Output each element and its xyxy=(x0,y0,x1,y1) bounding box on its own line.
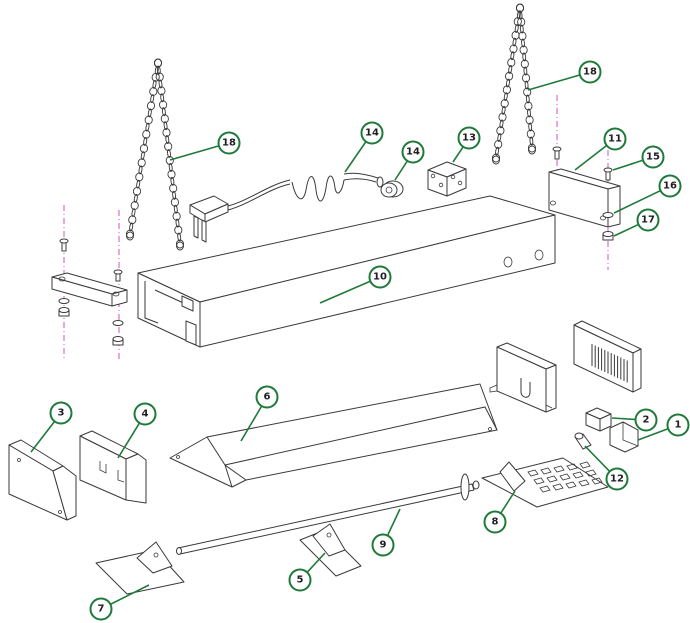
callout-bubble-1: 1 xyxy=(666,413,690,437)
callout-leader xyxy=(584,445,610,472)
callout-number: 3 xyxy=(58,408,65,419)
right-mounting-bracket xyxy=(548,146,621,241)
end-plate-right xyxy=(79,430,147,504)
callout-leader xyxy=(240,406,263,442)
callout-leader xyxy=(612,159,643,171)
callout-bubble-2: 2 xyxy=(634,408,658,432)
callout-bubble-9: 9 xyxy=(371,533,395,557)
rod-support xyxy=(299,523,362,577)
callout-bubble-5: 5 xyxy=(288,568,312,592)
callout-bubble-13: 13 xyxy=(457,126,481,150)
callout-bubble-17: 17 xyxy=(636,208,660,232)
callout-bubble-7: 7 xyxy=(89,597,113,621)
callout-number: 6 xyxy=(264,392,271,403)
left-mounting-bracket xyxy=(51,238,128,346)
callout-number: 14 xyxy=(365,128,379,139)
left-hanging-chain xyxy=(125,58,185,251)
callout-number: 5 xyxy=(297,575,304,586)
reflector xyxy=(169,383,498,488)
callout-bubble-6: 6 xyxy=(255,385,279,409)
vent-cover xyxy=(573,320,642,393)
callout-number: 13 xyxy=(462,133,476,144)
callout-leader xyxy=(30,421,55,453)
callout-number: 15 xyxy=(646,152,660,163)
control-bracket xyxy=(489,342,557,413)
callout-bubble-18: 18 xyxy=(217,131,241,155)
right-hanging-chain xyxy=(491,3,537,165)
callout-number: 1 xyxy=(675,420,682,431)
callout-leader xyxy=(344,141,367,173)
callout-bubble-14: 14 xyxy=(360,121,384,145)
callout-bubble-16: 16 xyxy=(658,174,682,198)
switch-component xyxy=(585,407,612,432)
callout-leader xyxy=(500,490,516,514)
callout-leader xyxy=(452,146,464,163)
callout-leader xyxy=(611,417,636,421)
callout-number: 2 xyxy=(643,415,650,426)
callout-bubble-15: 15 xyxy=(641,145,665,169)
rod-end-support xyxy=(95,541,185,595)
element-support xyxy=(481,457,609,508)
callout-bubble-8: 8 xyxy=(483,510,507,534)
callout-leader xyxy=(110,584,150,605)
callout-leader xyxy=(386,508,401,536)
callout-number: 7 xyxy=(98,604,105,615)
callout-number: 18 xyxy=(583,67,597,78)
callout-bubble-3: 3 xyxy=(49,401,73,425)
callout-leader xyxy=(319,280,371,304)
callout-leader xyxy=(394,160,408,181)
callout-leader xyxy=(527,74,580,91)
mounting-clip xyxy=(609,421,639,453)
end-plate-left xyxy=(8,439,77,521)
junction-box xyxy=(427,161,467,197)
callout-number: 16 xyxy=(663,181,677,192)
callout-number: 11 xyxy=(608,134,622,145)
callout-leader xyxy=(574,145,607,171)
callout-number: 12 xyxy=(610,474,624,485)
callout-leader xyxy=(613,223,639,237)
indicator-lamp xyxy=(574,432,592,450)
callout-bubble-10: 10 xyxy=(368,265,392,289)
callout-leader xyxy=(117,422,140,459)
callout-number: 8 xyxy=(492,517,499,528)
callout-number: 10 xyxy=(373,272,387,283)
callout-leader xyxy=(306,552,326,573)
callout-bubble-14: 14 xyxy=(401,140,425,164)
callout-number: 9 xyxy=(380,540,387,551)
callout-bubble-12: 12 xyxy=(605,467,629,491)
callout-bubble-11: 11 xyxy=(603,127,627,151)
callout-leader xyxy=(169,145,219,161)
grommet xyxy=(380,180,404,198)
callout-number: 17 xyxy=(641,215,655,226)
callout-bubble-4: 4 xyxy=(133,402,157,426)
callout-number: 14 xyxy=(406,147,420,158)
callout-number: 18 xyxy=(222,138,236,149)
heating-rod xyxy=(176,473,480,555)
callout-leader xyxy=(637,428,668,441)
callout-bubble-18: 18 xyxy=(578,60,602,84)
power-cord xyxy=(189,172,384,243)
callout-number: 4 xyxy=(142,409,149,420)
callout-leader xyxy=(613,190,661,214)
